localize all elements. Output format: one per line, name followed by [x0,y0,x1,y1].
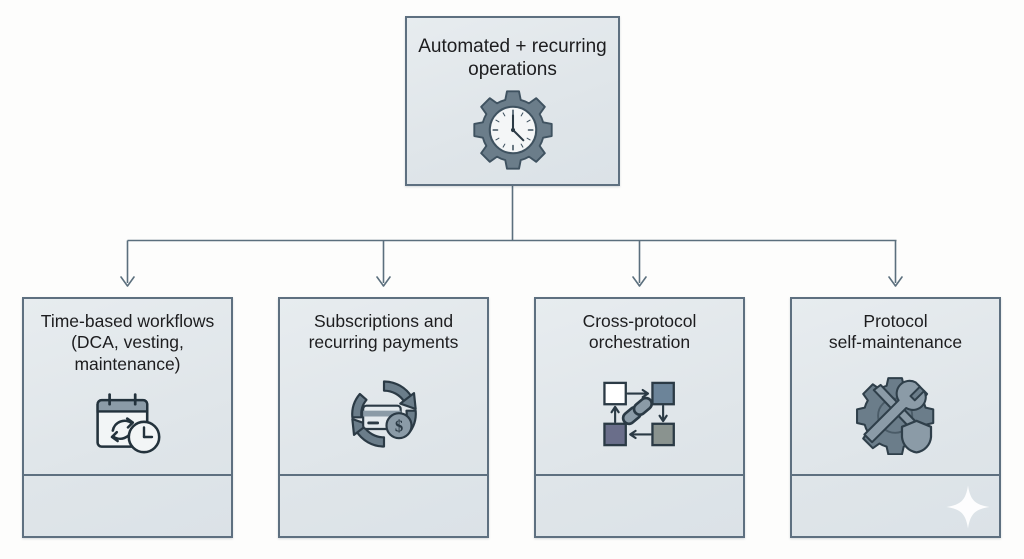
card-icon-wrap [24,375,231,474]
card-top-section: Protocol self-maintenance [792,299,999,476]
svg-text:$: $ [394,416,402,435]
arrowhead-3 [632,276,647,287]
card-top-section: Cross-protocol orchestration [536,299,743,476]
card-top-section: Time-based workflows (DCA, vesting, main… [24,299,231,476]
card-top-section: Subscriptions and recurring payments [280,299,487,476]
card-footer-section [280,476,487,536]
card-title: Subscriptions and recurring payments [308,311,459,353]
root-node-icon-wrap [407,81,618,184]
sparkle-icon [946,485,990,529]
gear-tools-shield-icon [855,376,934,455]
child-card-protocol-self-maintenance[interactable]: Protocol self-maintenance [790,297,1001,538]
card-footer-section [536,476,743,536]
card-icon-wrap [536,354,743,474]
recurring-payment-card-icon: $ [350,380,417,448]
root-node[interactable]: Automated + recurring operations [405,16,620,186]
arrowhead-2 [376,276,391,287]
card-title: Protocol self-maintenance [828,311,963,353]
card-title: Cross-protocol orchestration [582,311,697,353]
root-node-title: Automated + recurring operations [418,36,607,81]
child-card-cross-protocol[interactable]: Cross-protocol orchestration [534,297,745,538]
child-card-time-based-workflows[interactable]: Time-based workflows (DCA, vesting, main… [22,297,233,538]
card-footer-section [24,476,231,536]
arrowhead-4 [888,276,903,287]
calendar-recurring-clock-icon [95,392,160,453]
card-footer-section [792,476,999,536]
gear-clock-icon [472,90,553,170]
arrowhead-1 [120,276,135,287]
card-title: Time-based workflows (DCA, vesting, main… [40,311,215,374]
card-icon-wrap: $ [280,354,487,474]
card-icon-wrap [792,354,999,474]
chained-nodes-cycle-icon [602,381,675,447]
child-card-subscriptions[interactable]: Subscriptions and recurring payments [278,297,489,538]
